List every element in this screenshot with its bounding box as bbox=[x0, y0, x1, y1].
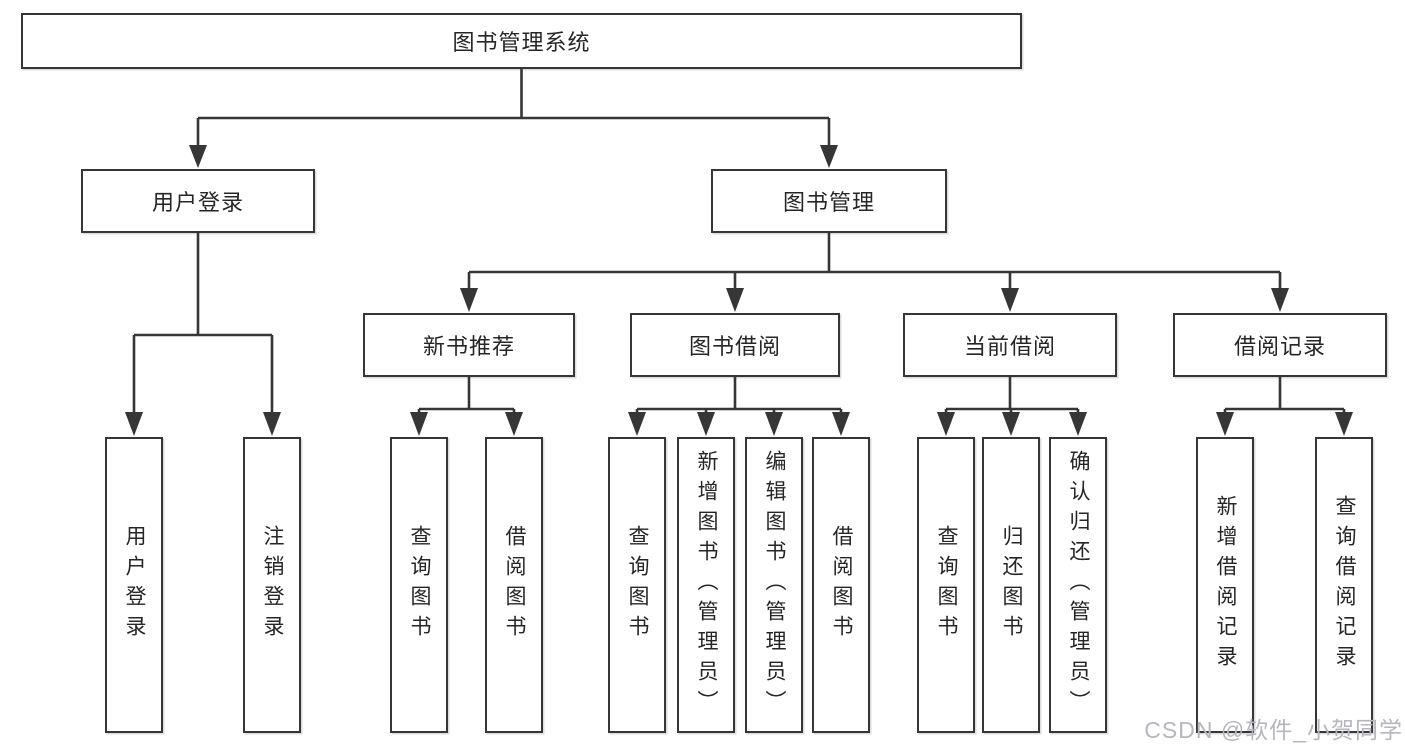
node-label: 归还图书 bbox=[1000, 525, 1023, 645]
node-label: 借阅记录 bbox=[1233, 334, 1326, 359]
node-label: 新书推荐 bbox=[422, 334, 515, 359]
node-borrowing-records: 借阅记录 bbox=[1173, 313, 1387, 377]
node-current-borrowing: 当前借阅 bbox=[903, 313, 1117, 377]
node-label: 确认归还（管理员） bbox=[1067, 450, 1090, 720]
node-new-book-recommendation: 新书推荐 bbox=[363, 313, 575, 377]
leaf-confirm-return-admin: 确认归还（管理员） bbox=[1049, 437, 1107, 733]
leaf-borrow-books-recommend: 借阅图书 bbox=[485, 437, 543, 733]
node-label: 注销登录 bbox=[261, 525, 284, 645]
node-label: 借阅图书 bbox=[503, 525, 526, 645]
leaf-query-books-recommend: 查询图书 bbox=[390, 437, 448, 733]
node-label: 当前借阅 bbox=[963, 334, 1056, 359]
node-label: 查询借阅记录 bbox=[1333, 495, 1356, 675]
node-label: 图书借阅 bbox=[688, 334, 781, 359]
leaf-query-books-current: 查询图书 bbox=[917, 437, 975, 733]
node-label: 查询图书 bbox=[408, 525, 431, 645]
node-label: 查询图书 bbox=[935, 525, 958, 645]
node-label: 用户登录 bbox=[123, 525, 146, 645]
leaf-return-books: 归还图书 bbox=[982, 437, 1040, 733]
node-label: 图书管理系统 bbox=[452, 30, 591, 55]
node-book-management: 图书管理 bbox=[711, 169, 947, 233]
node-label: 新增图书（管理员） bbox=[695, 450, 718, 720]
node-label: 借阅图书 bbox=[830, 525, 853, 645]
node-user-login: 用户登录 bbox=[81, 169, 315, 233]
node-book-borrowing: 图书借阅 bbox=[630, 313, 840, 377]
leaf-borrow-books-borrowing: 借阅图书 bbox=[812, 437, 870, 733]
node-library-system: 图书管理系统 bbox=[21, 13, 1022, 69]
leaf-logout: 注销登录 bbox=[243, 437, 301, 733]
csdn-watermark: CSDN @软件_小贺同学 bbox=[1144, 717, 1403, 743]
leaf-query-books-borrowing: 查询图书 bbox=[608, 437, 666, 733]
leaf-add-book-admin: 新增图书（管理员） bbox=[677, 437, 735, 733]
leaf-user-login: 用户登录 bbox=[105, 437, 163, 733]
node-label: 用户登录 bbox=[151, 190, 244, 215]
node-label: 新增借阅记录 bbox=[1214, 495, 1237, 675]
leaf-query-borrow-record: 查询借阅记录 bbox=[1315, 437, 1373, 733]
node-label: 编辑图书（管理员） bbox=[763, 450, 786, 720]
leaf-add-borrow-record: 新增借阅记录 bbox=[1196, 437, 1254, 733]
node-label: 查询图书 bbox=[626, 525, 649, 645]
node-label: 图书管理 bbox=[782, 190, 875, 215]
leaf-edit-book-admin: 编辑图书（管理员） bbox=[745, 437, 803, 733]
